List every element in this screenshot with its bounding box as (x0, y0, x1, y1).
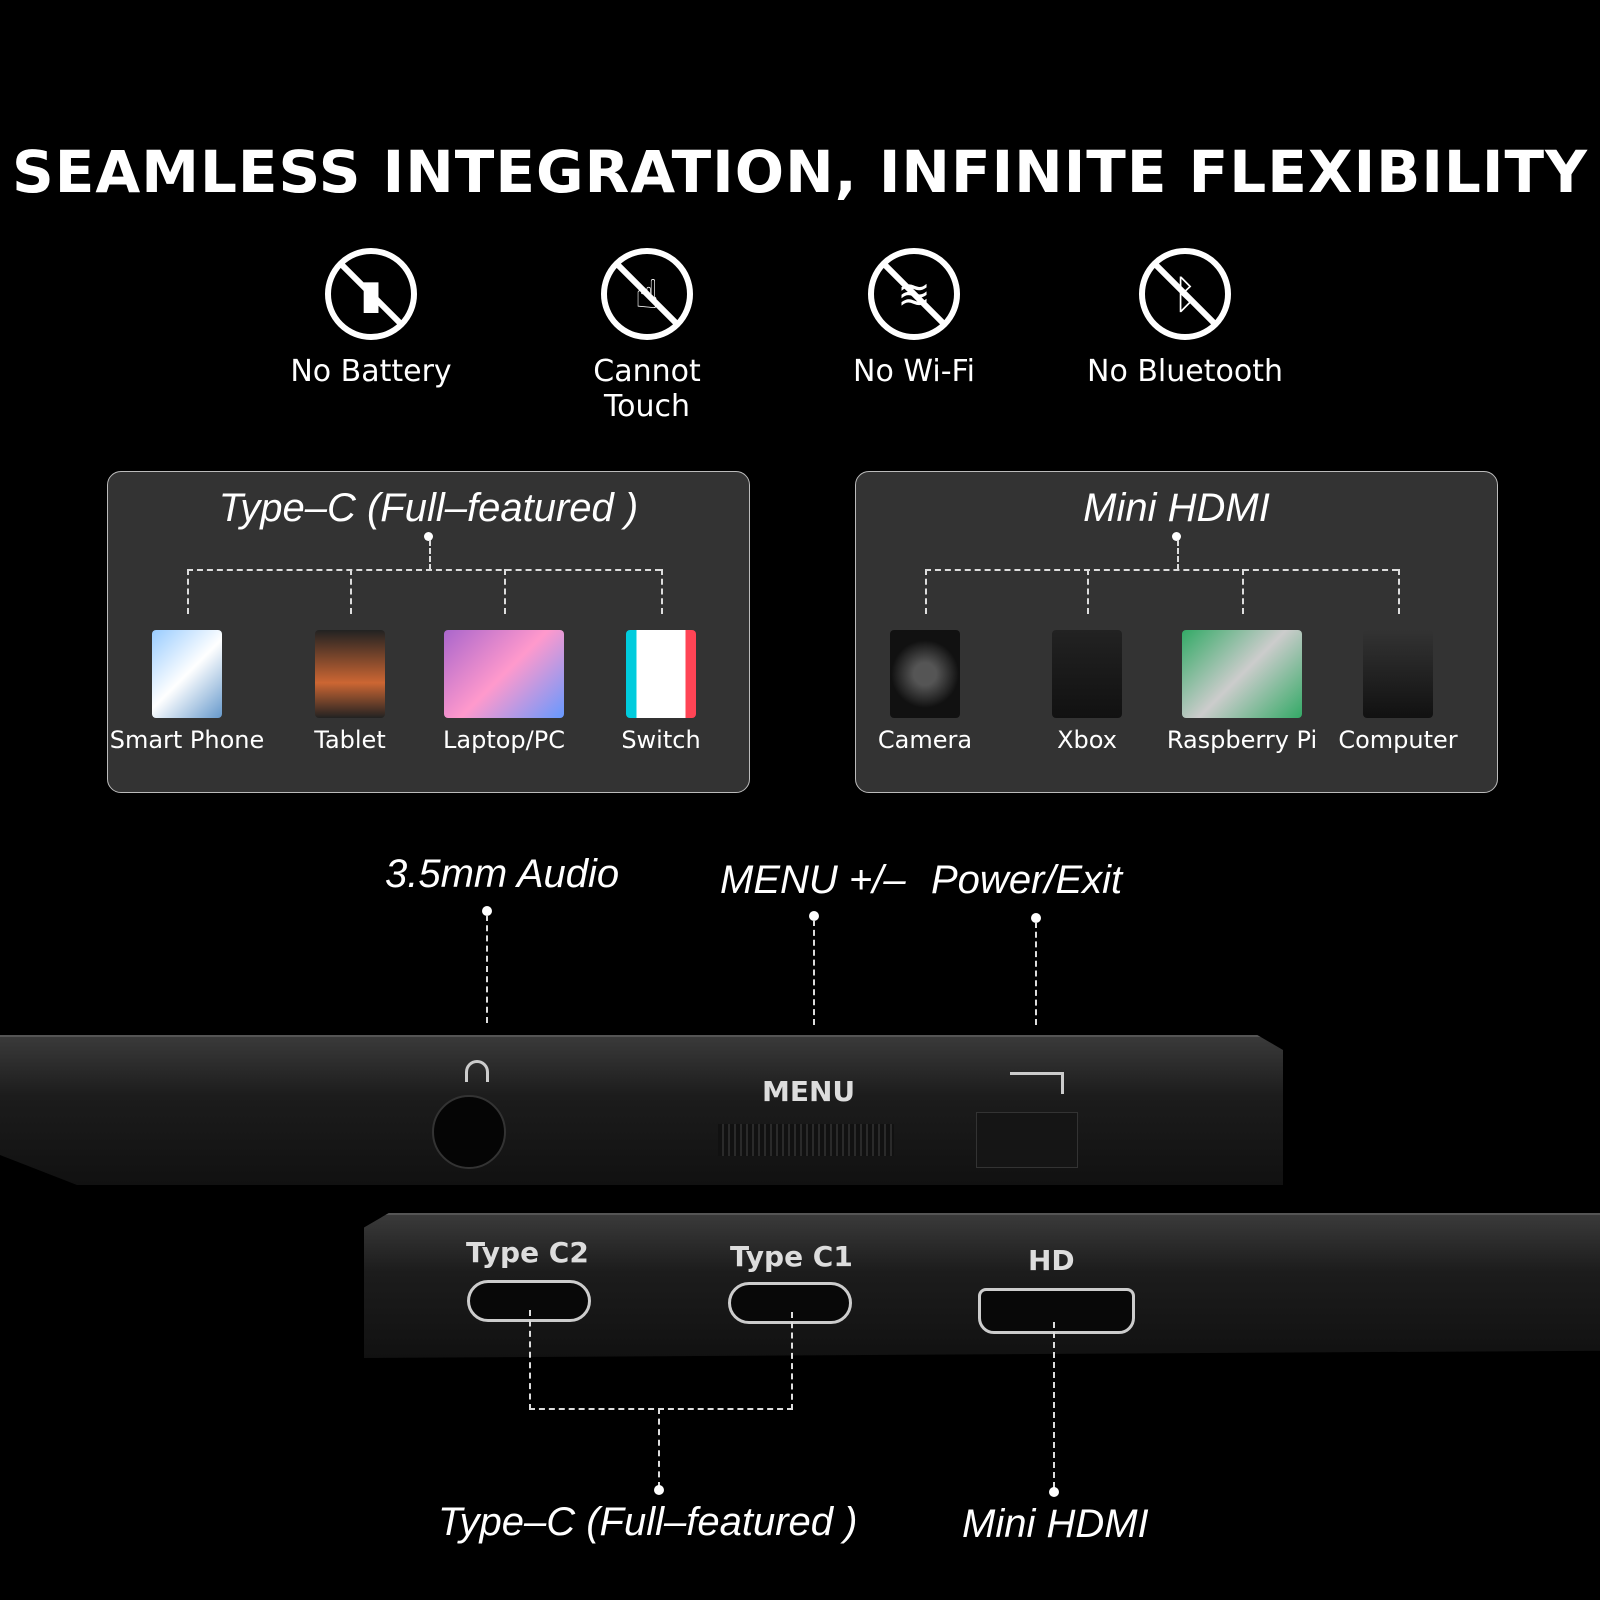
device-label: Computer (1338, 726, 1458, 754)
device-hdmi_box-3: Computer (1313, 630, 1483, 754)
device-label: Switch (621, 726, 701, 754)
type-c2-label: Type C2 (466, 1236, 589, 1269)
device-label: Laptop/PC (443, 726, 565, 754)
device-image (1182, 630, 1302, 718)
device-hdmi_box-0: Camera (840, 630, 1010, 754)
device-typec_box-1: Tablet (265, 630, 435, 754)
hd-label: HD (1028, 1244, 1075, 1277)
typec-heading: Type–C (Full–featured ) (218, 486, 639, 530)
device-image (890, 630, 960, 718)
menu-label: MENU (762, 1075, 856, 1108)
typec-bottom-callout: Type–C (Full–featured ) (438, 1500, 858, 1544)
mini-hdmi-port (978, 1288, 1135, 1334)
device-image (1052, 630, 1122, 718)
feature-2: ≋ No Wi-Fi (814, 246, 1014, 389)
hdmi-heading: Mini HDMI (1083, 486, 1270, 530)
device-image (626, 630, 696, 718)
device-image (315, 630, 385, 718)
power-exit-button[interactable] (976, 1112, 1078, 1168)
callout-dot (809, 911, 819, 921)
device-hdmi_box-2: Raspberry Pi (1157, 630, 1327, 754)
callout-dot (482, 906, 492, 916)
device-image (1363, 630, 1433, 718)
device-label: Xbox (1057, 726, 1117, 754)
feature-label: No Battery (290, 354, 452, 389)
callout-dot (1049, 1487, 1059, 1497)
feature-3: ᛒ No Bluetooth (1085, 246, 1285, 389)
page-title: SEAMLESS INTEGRATION, INFINITE FLEXIBILI… (11, 138, 1589, 206)
no-bluetooth-icon: ᛒ (1139, 248, 1231, 340)
callout-dot (1031, 913, 1041, 923)
audio-jack (432, 1095, 506, 1169)
menu-wheel[interactable] (718, 1124, 894, 1156)
device-label: Tablet (314, 726, 386, 754)
device-typec_box-2: Laptop/PC (419, 630, 589, 754)
device-image (444, 630, 564, 718)
feature-1: ☝ Cannot Touch (547, 246, 747, 424)
device-typec_box-3: Switch (576, 630, 746, 754)
exit-arrow-icon (1010, 1072, 1064, 1094)
device-image (152, 630, 222, 718)
feature-label: No Wi-Fi (853, 354, 975, 389)
device-hdmi_box-1: Xbox (1002, 630, 1172, 754)
audio-callout: 3.5mm Audio (385, 852, 620, 896)
feature-label: Cannot Touch (593, 354, 701, 424)
device-label: Raspberry Pi (1166, 726, 1318, 754)
type-c1-port (728, 1282, 852, 1324)
callout-dot (654, 1485, 664, 1495)
no-wifi-icon: ≋ (868, 248, 960, 340)
hdmi-bottom-callout: Mini HDMI (962, 1502, 1149, 1546)
type-c1-label: Type C1 (730, 1240, 853, 1273)
feature-0: ▮ No Battery (271, 246, 471, 389)
feature-label: No Bluetooth (1087, 354, 1283, 389)
menu-callout: MENU +/– (720, 858, 906, 902)
monitor-top-edge (0, 1035, 1283, 1185)
device-label: Smart Phone (109, 726, 265, 754)
no-touch-icon: ☝ (601, 248, 693, 340)
device-typec_box-0: Smart Phone (102, 630, 272, 754)
headphone-icon (465, 1060, 489, 1082)
no-battery-icon: ▮ (325, 248, 417, 340)
device-label: Camera (877, 726, 973, 754)
power-callout: Power/Exit (931, 858, 1123, 902)
